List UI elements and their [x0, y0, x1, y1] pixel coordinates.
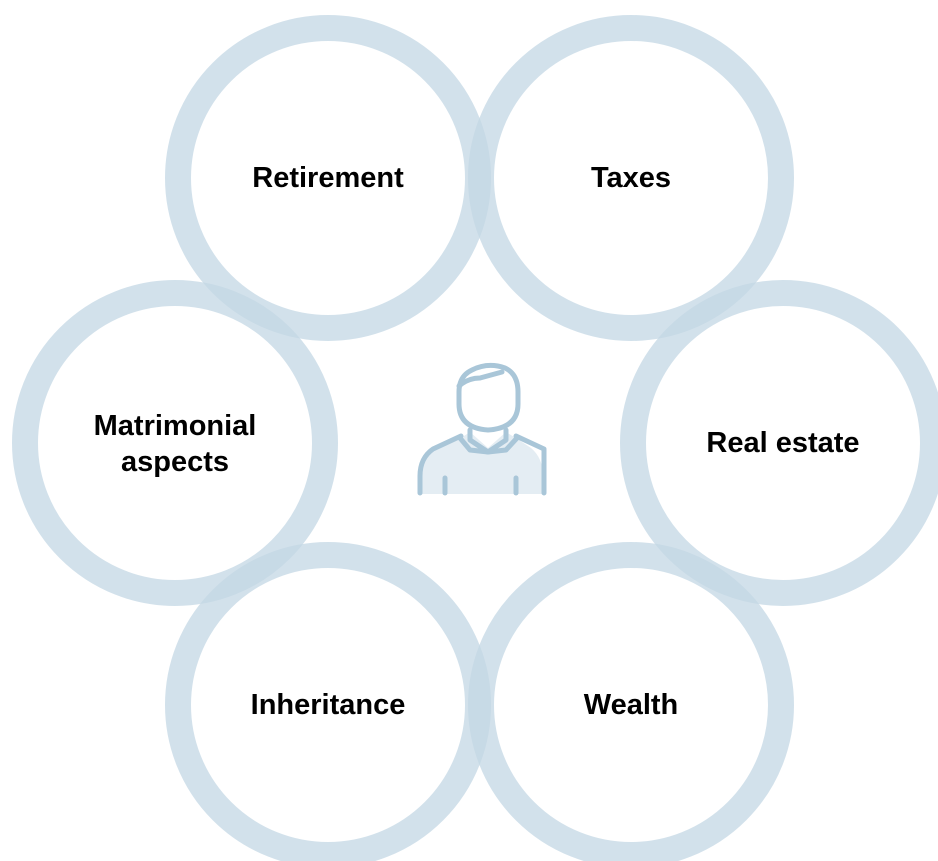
- topic-wealth: Wealth: [468, 542, 794, 861]
- ring-real-estate: [620, 280, 938, 606]
- ring-matrimonial: [12, 280, 338, 606]
- topic-real-estate: Real estate: [620, 280, 938, 606]
- label-matrimonial-line-1: Matrimonial: [94, 410, 257, 442]
- label-taxes: Taxes: [591, 162, 671, 194]
- ring-taxes: [468, 15, 794, 341]
- label-retirement: Retirement: [252, 162, 404, 194]
- topic-matrimonial: Matrimonial aspects: [12, 280, 338, 606]
- person-icon: [417, 362, 547, 496]
- label-matrimonial-line-2: aspects: [121, 446, 229, 478]
- ring-inheritance: [165, 542, 491, 861]
- topic-taxes: Taxes: [468, 15, 794, 341]
- topic-inheritance: Inheritance: [165, 542, 491, 861]
- label-wealth: Wealth: [584, 689, 679, 721]
- topic-retirement: Retirement: [165, 15, 491, 341]
- label-real-estate: Real estate: [706, 427, 859, 459]
- label-inheritance: Inheritance: [251, 689, 406, 721]
